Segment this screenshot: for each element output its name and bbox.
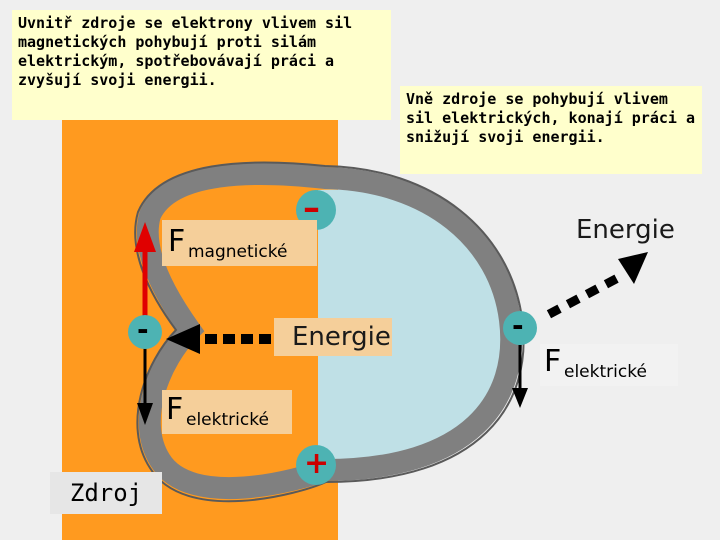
energie-left-label: Energie <box>274 318 392 356</box>
minus-sign-right: - <box>512 309 524 342</box>
f-elektricke-left-subscript: elektrické <box>186 410 269 430</box>
electron-right <box>503 311 537 345</box>
f-elektricke-left-label: F elektrické <box>162 390 292 434</box>
energy-arrow-right <box>546 252 648 319</box>
zdroj-label: Zdroj <box>50 472 162 514</box>
minus-sign-top: – <box>303 188 320 228</box>
note-inside-source: Uvnitř zdroje se elektrony vlivem sil ma… <box>12 10 391 120</box>
external-field <box>318 189 512 470</box>
circuit-loop <box>136 163 523 499</box>
electron-left <box>128 315 162 349</box>
energie-right-label: Energie <box>576 215 675 245</box>
magnetic-force-arrow <box>134 222 156 318</box>
note-outside-source: Vně zdroje se pohybují vlivem sil elektr… <box>400 86 702 174</box>
f-elektricke-right-letter: F <box>544 344 562 379</box>
circuit-loop-outline <box>134 161 525 503</box>
f-elektricke-right-subscript: elektrické <box>564 362 647 382</box>
electric-force-arrow-right <box>512 345 528 408</box>
f-magneticke-letter: F <box>168 224 186 259</box>
minus-sign-left: - <box>137 313 149 346</box>
f-elektricke-right-label: F elektrické <box>540 344 678 386</box>
electric-force-arrow-left <box>137 345 153 425</box>
f-magneticke-label: F magnetické <box>162 220 317 266</box>
positive-terminal <box>296 445 336 485</box>
f-elektricke-left-letter: F <box>166 392 184 427</box>
energy-arrow-left <box>166 324 271 354</box>
plus-sign-bottom: + <box>304 446 330 481</box>
f-magneticke-subscript: magnetické <box>188 242 288 262</box>
